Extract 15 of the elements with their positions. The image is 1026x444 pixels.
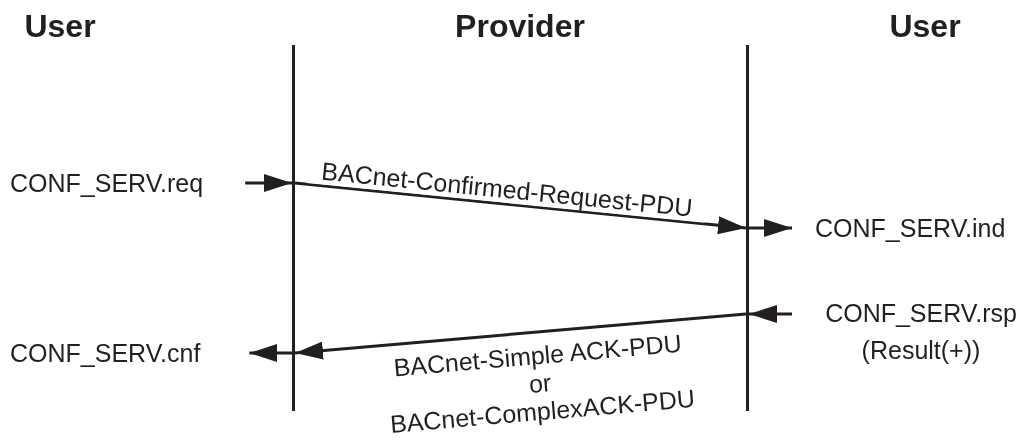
arrow — [749, 219, 792, 237]
service-primitive-text: CONF_SERV.req — [10, 168, 204, 198]
column-heading: Provider — [455, 8, 585, 45]
arrow — [249, 344, 292, 362]
arrow — [294, 312, 747, 360]
arrow — [245, 174, 292, 192]
service-primitive-text: CONF_SERV.cnf — [10, 338, 201, 368]
service-primitive-text: CONF_SERV.rsp (Result(+)) — [821, 295, 1021, 369]
lifeline — [746, 45, 749, 411]
column-heading: User — [889, 8, 961, 45]
arrow — [749, 305, 792, 323]
lifeline — [292, 45, 295, 411]
column-heading: User — [24, 8, 96, 45]
service-primitive-text: CONF_SERV.ind — [815, 213, 1006, 243]
arrow — [294, 181, 747, 235]
